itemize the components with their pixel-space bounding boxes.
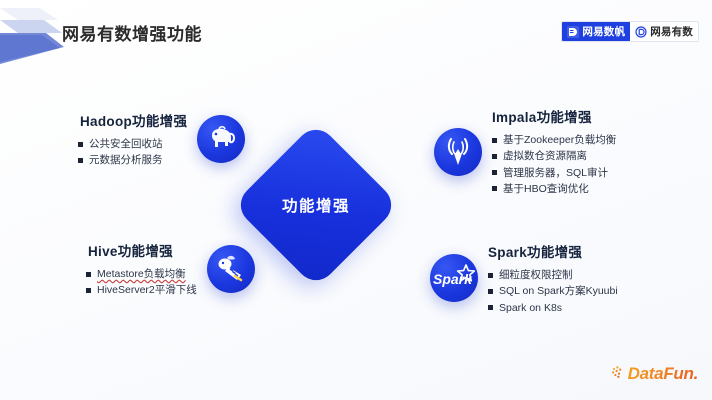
list-item: SQL on Spark方案Kyuubi [488,283,618,299]
bullet-square-icon [492,170,497,176]
brand-secondary-label: 网易有数 [650,26,693,38]
datafun-dots-icon [611,365,625,384]
center-diamond-label: 功能增强 [281,198,350,215]
bullet-square-icon [488,272,493,278]
bullet-label: 元数据分析服务 [89,154,163,167]
list-item: HiveServer2平滑下线 [86,282,197,298]
bullet-square-icon [488,305,493,311]
bullet-square-icon [86,271,91,277]
block-hive: Hive功能增强 Metastore负载均衡 HiveServer2平滑下线 [86,238,262,301]
spark-star-icon: Spark [430,254,478,303]
datafun-logo: DataFun. [611,364,698,384]
list-item: 细粒度权限控制 [488,267,618,283]
bullet-label: 细粒度权限控制 [499,269,573,281]
list-item: Metastore负载均衡 [86,266,197,282]
list-item: 基于HBO查询优化 [492,181,616,197]
list-item: 公共安全回收站 [78,136,187,152]
netease-youshu-mark-icon [635,25,647,38]
bullet-square-icon [492,186,497,192]
block-spark: Spark Spark功能增强 细粒度权限控制 SQL on Spark方案Ky… [423,241,618,316]
bullet-label: Spark on K8s [499,301,563,314]
hive-bee-icon [206,245,255,294]
bullet-label: Metastore负载均衡 [97,268,186,280]
list-item: 元数据分析服务 [78,152,187,168]
brand-logo: 网易数帆 网易有数 [561,21,699,42]
bullet-label: SQL on Spark方案Kyuubi [499,285,618,298]
bullet-label: 基于HBO查询优化 [503,182,589,195]
list-item: 基于Zookeeper负载均衡 [492,132,616,148]
block-impala-bullets: 基于Zookeeper负载均衡 虚拟数仓资源隔离 管理服务器，SQL审计 基于H… [492,132,616,197]
bullet-square-icon [492,137,497,143]
bullet-label: 公共安全回收站 [89,138,163,150]
block-hadoop-title: Hadoop功能增强 [80,114,188,129]
block-impala: Impala功能增强 基于Zookeeper负载均衡 虚拟数仓资源隔离 管理服务… [427,106,616,197]
bullet-square-icon [488,288,493,294]
netease-shufan-mark-icon [567,25,580,38]
bullet-square-icon [492,153,497,159]
block-spark-title: Spark功能增强 [488,245,583,260]
brand-primary-label: 网易数帆 [582,26,626,38]
block-hadoop: Hadoop功能增强 公共安全回收站 元数据分析服务 [78,108,253,171]
brand-primary: 网易数帆 [562,22,631,41]
hadoop-elephant-icon [197,115,246,164]
block-hive-bullets: Metastore负载均衡 HiveServer2平滑下线 [86,266,197,299]
center-diamond: 功能增强 [232,121,400,289]
datafun-logo-text: DataFun. [627,364,699,383]
list-item: 虚拟数仓资源隔离 [492,148,616,164]
list-item: Spark on K8s [488,300,618,316]
brand-secondary: 网易有数 [630,22,698,41]
bullet-square-icon [78,141,83,147]
svg-text:Spark: Spark [433,271,473,287]
bullet-label: HiveServer2平滑下线 [97,284,197,297]
list-item: 管理服务器，SQL审计 [492,165,616,181]
page-title: 网易有数增强功能 [62,25,202,44]
block-hadoop-bullets: 公共安全回收站 元数据分析服务 [78,136,187,169]
impala-antelope-icon [434,127,482,176]
bullet-square-icon [86,287,91,293]
bullet-label: 虚拟数仓资源隔离 [503,150,587,163]
bullet-square-icon [78,157,83,163]
slide-header: 网易有数增强功能 网易数帆 [0,0,712,58]
block-impala-title: Impala功能增强 [492,110,592,125]
block-hive-title: Hive功能增强 [88,244,173,259]
bullet-label: 基于Zookeeper负载均衡 [503,134,617,146]
block-spark-bullets: 细粒度权限控制 SQL on Spark方案Kyuubi Spark on K8… [488,267,618,316]
bullet-label: 管理服务器，SQL审计 [503,166,609,179]
